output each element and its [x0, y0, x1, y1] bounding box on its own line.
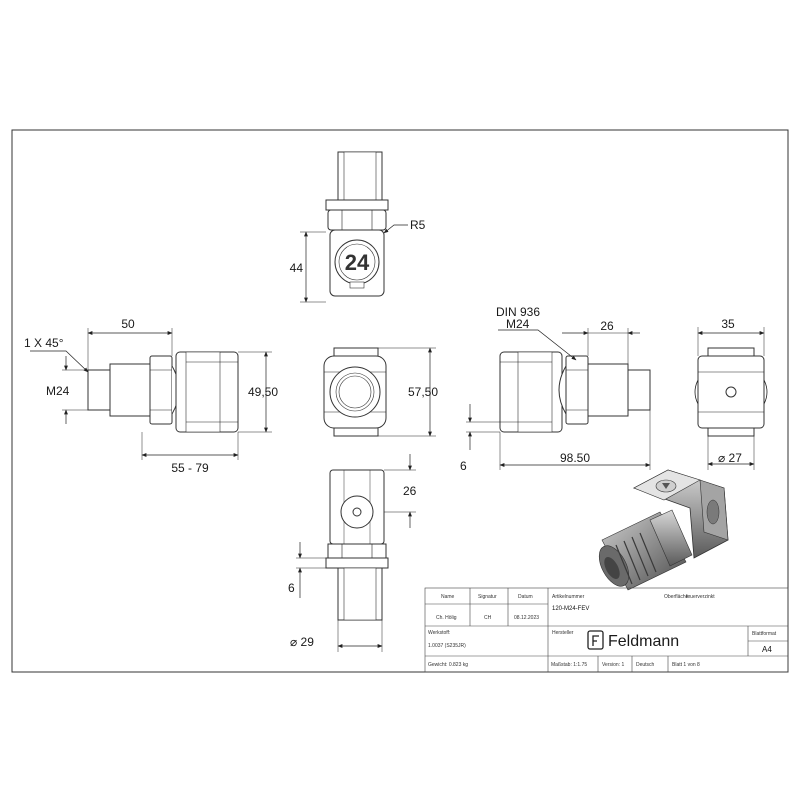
- center-view: [323, 347, 387, 437]
- bottom-height-label: 26: [403, 484, 417, 498]
- din-label: DIN 936: [496, 305, 540, 319]
- right-offset-label: 6: [460, 459, 467, 473]
- tb-brand: Feldmann: [608, 633, 679, 650]
- tb-werkstoff-label: Werkstoff:: [428, 630, 450, 636]
- right-width-label: 26: [600, 319, 614, 333]
- tb-surface: feuerverzinkt: [686, 594, 715, 600]
- left-thread-label: M24: [46, 384, 70, 398]
- r5-label: R5: [410, 218, 426, 232]
- tb-blattformat-label: Blattformat: [752, 631, 777, 637]
- tb-name: Ch. Hölig: [436, 615, 457, 621]
- r5-leader: [383, 224, 408, 234]
- tb-header-name: Name: [441, 594, 455, 600]
- left-view: [87, 351, 239, 433]
- isometric-render: [598, 469, 729, 591]
- far-diameter-label: ⌀ 27: [718, 451, 742, 465]
- far-width-label: 35: [721, 317, 735, 331]
- left-height-label: 49,50: [248, 385, 278, 399]
- right-view: [499, 351, 651, 433]
- chamfer-leader: [30, 350, 89, 373]
- chamfer-label: 1 X 45°: [24, 336, 64, 350]
- top-view: [325, 151, 389, 297]
- tb-gewicht: Gewicht: 0.823 kg: [428, 662, 468, 668]
- bottom-view: [325, 469, 389, 621]
- tb-massstab: Maßstab: 1:1.75: [551, 662, 587, 668]
- right-thread-label: M24: [506, 317, 530, 331]
- tb-datum: 08.12.2023: [514, 615, 539, 621]
- bottom-offset-label: 6: [288, 581, 295, 595]
- far-right-view: [694, 347, 768, 437]
- center-height-label: 57,50: [408, 385, 438, 399]
- left-length-label: 50: [121, 317, 135, 331]
- tb-header-signatur: Signatur: [478, 594, 497, 600]
- right-length-label: 98.50: [560, 451, 590, 465]
- tb-surface-label: Oberfläche:: [664, 594, 690, 600]
- bottom-diameter-label: ⌀ 29: [290, 635, 314, 649]
- tb-header-datum: Datum: [518, 594, 533, 600]
- tb-sprache: Deutsch: [636, 662, 655, 668]
- title-block: [424, 587, 789, 673]
- top-height-label: 44: [290, 261, 304, 275]
- feldmann-logo-icon: [587, 630, 604, 650]
- top-badge-label: 24: [345, 250, 370, 275]
- tb-blatt: Blatt 1 von 8: [672, 662, 700, 668]
- tb-hersteller-label: Hersteller: [552, 630, 574, 636]
- left-range-label: 55 - 79: [171, 461, 209, 475]
- tb-blattformat: A4: [762, 645, 772, 654]
- tb-version: Version: 1: [602, 662, 624, 668]
- din-leader: [498, 329, 577, 361]
- tb-article-no: 120-M24-FEV: [552, 606, 589, 612]
- tb-werkstoff: 1.0037 (S235JR): [428, 643, 466, 649]
- sheet-border: [11, 129, 789, 673]
- tb-signatur: CH: [484, 615, 492, 621]
- tb-art-label: Artikelnummer: [552, 594, 585, 600]
